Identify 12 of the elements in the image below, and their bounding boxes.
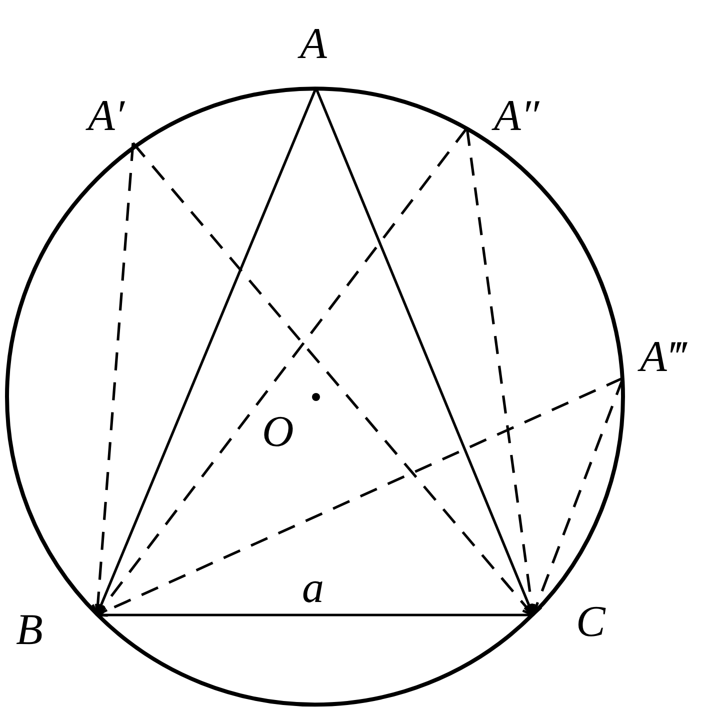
vertex-label: A‴ <box>640 335 686 379</box>
side-label: a <box>302 566 324 610</box>
dashed-arrow <box>466 128 538 616</box>
vertex-label: A″ <box>494 94 540 138</box>
center-label: O <box>262 410 294 454</box>
vertex-label: A′ <box>88 94 125 138</box>
dashed-arrow <box>96 127 468 616</box>
vertex-label: B <box>16 608 43 652</box>
dashed-arrow <box>530 378 624 616</box>
vertex-label: A <box>300 22 327 66</box>
vertex-label: C <box>576 600 606 644</box>
dashed-arrow <box>92 142 134 616</box>
